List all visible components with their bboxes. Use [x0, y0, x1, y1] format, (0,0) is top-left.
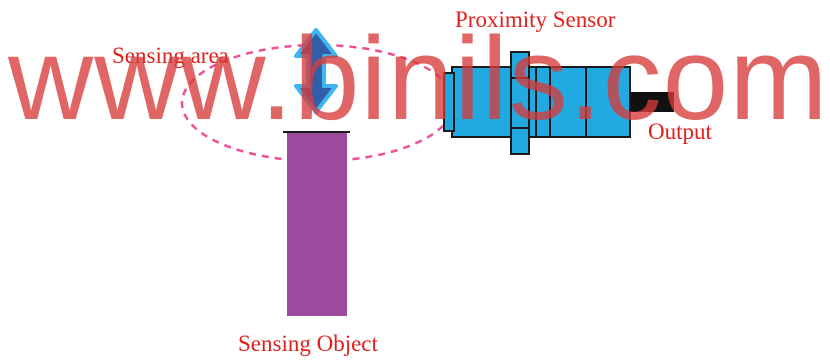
sensor-face [443, 72, 455, 132]
proximity-sensor [443, 51, 674, 155]
double-arrow-vertical-icon [294, 28, 338, 114]
sensor-rear-body [585, 66, 631, 138]
output-cable [630, 92, 674, 112]
sensing-object [287, 133, 347, 316]
sensing-area-label: Sensing area [112, 43, 229, 68]
sensor-collar [535, 66, 551, 138]
output-label: Output [648, 119, 712, 144]
sensor-nut [510, 51, 530, 155]
sensing-object-label: Sensing Object [238, 331, 378, 356]
proximity-sensor-label: Proximity Sensor [455, 7, 616, 32]
